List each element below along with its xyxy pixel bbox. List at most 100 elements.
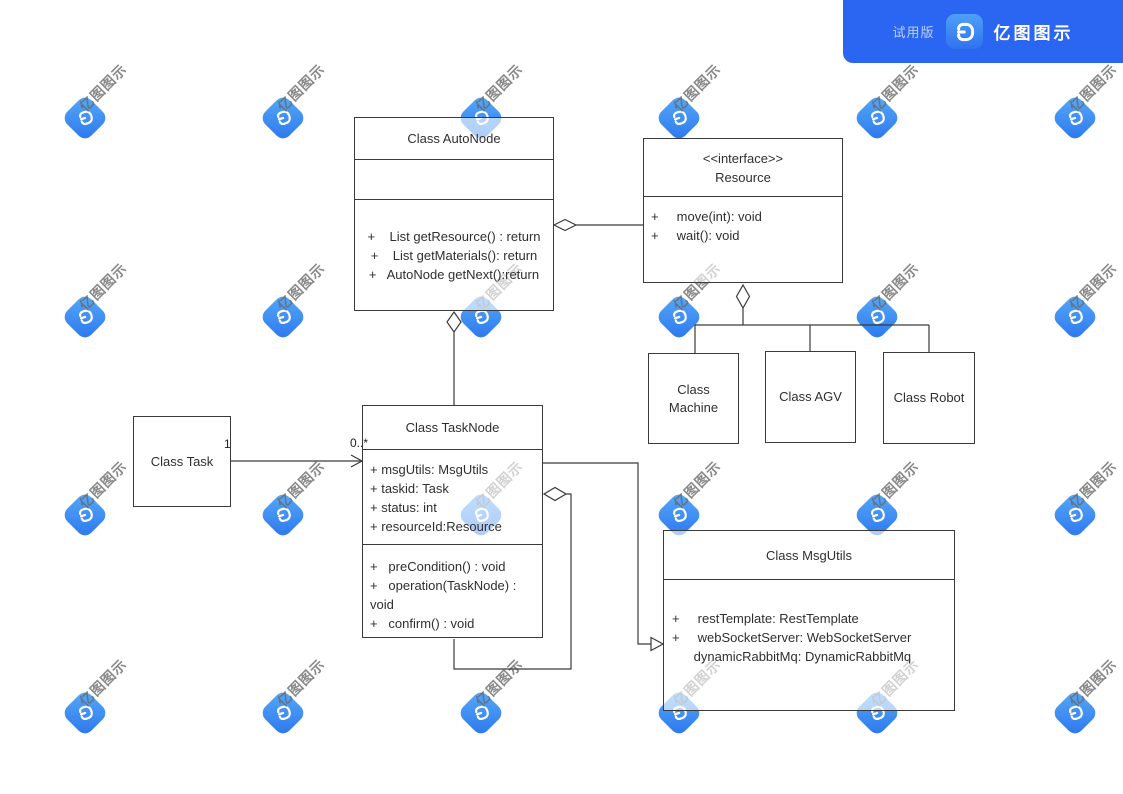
watermark: 亿图图示 [60, 61, 130, 143]
class-box-robot[interactable]: Class Robot [883, 352, 975, 444]
watermark: 亿图图示 [1050, 458, 1120, 540]
hollow-diamond [542, 486, 568, 502]
multiplicity-label-tasknode: 0..* [350, 436, 369, 450]
watermark-text: 亿图图示 [274, 655, 329, 710]
watermark: 亿图图示 [1050, 656, 1120, 738]
class-box-autonode[interactable]: Class AutoNode + List getResource() : re… [354, 117, 554, 311]
member-line: + wait(): void [651, 228, 740, 243]
attributes-section: + restTemplate: RestTemplate + webSocketS… [664, 579, 954, 710]
watermark-text: 亿图图示 [868, 457, 923, 512]
member-line: + confirm() : void [370, 616, 475, 631]
member-line: + restTemplate: RestTemplate [672, 611, 859, 626]
watermark-text: 亿图图示 [472, 655, 527, 710]
watermark: 亿图图示 [654, 458, 724, 540]
watermark-text: 亿图图示 [868, 259, 923, 314]
class-box-machine[interactable]: Class Machine [648, 353, 739, 444]
member-line: void [370, 597, 394, 612]
watermark-text: 亿图图示 [76, 655, 131, 710]
trial-banner: 试用版 亿图图示 [843, 0, 1123, 63]
edraw-watermark-icon [654, 292, 704, 342]
stereotype-label: <<interface>> [702, 150, 784, 166]
watermark: 亿图图示 [852, 260, 922, 342]
trial-version-label: 试用版 [892, 25, 935, 40]
watermark-text: 亿图图示 [472, 60, 527, 115]
member-line: + resourceId:Resource [370, 519, 502, 534]
watermark: 亿图图示 [258, 656, 328, 738]
watermark: 亿图图示 [456, 656, 526, 738]
watermark: 亿图图示 [60, 260, 130, 342]
class-title: Class AGV [779, 389, 842, 404]
interface-name: Resource [715, 169, 771, 185]
edraw-watermark-icon [654, 490, 704, 540]
realization-tasknode-msgutils[interactable] [543, 462, 665, 652]
edraw-watermark-icon [456, 292, 506, 342]
edraw-watermark-icon [1050, 688, 1100, 738]
watermark: 亿图图示 [60, 656, 130, 738]
brand-name: 亿图图示 [993, 24, 1074, 43]
watermark: 亿图图示 [1050, 260, 1120, 342]
edraw-watermark-icon [258, 93, 308, 143]
member-line: + webSocketServer: WebSocketServer [672, 630, 912, 645]
edraw-watermark-icon [654, 93, 704, 143]
edraw-watermark-icon [1050, 490, 1100, 540]
watermark: 亿图图示 [258, 458, 328, 540]
attributes-section [355, 159, 553, 199]
member-line: + msgUtils: MsgUtils [370, 462, 489, 477]
watermark: 亿图图示 [258, 61, 328, 143]
edraw-watermark-icon [456, 688, 506, 738]
member-line: + taskid: Task [370, 481, 449, 496]
edraw-logo-icon [945, 14, 983, 49]
edraw-watermark-icon [258, 490, 308, 540]
edraw-watermark-icon [60, 490, 110, 540]
attributes-section: + msgUtils: MsgUtils+ taskid: Task+ stat… [363, 449, 542, 544]
watermark-text: 亿图图示 [76, 259, 131, 314]
watermark-text: 亿图图示 [1066, 655, 1121, 710]
class-title: Class MsgUtils [766, 547, 852, 563]
class-box-tasknode[interactable]: Class TaskNode + msgUtils: MsgUtils + tas… [362, 405, 543, 638]
watermark: 亿图图示 [60, 458, 130, 540]
multiplicity-label-task: 1 [224, 437, 231, 451]
hollow-triangle-arrowhead [650, 636, 665, 652]
watermark-text: 亿图图示 [1066, 60, 1121, 115]
watermark-text: 亿图图示 [274, 457, 329, 512]
edraw-watermark-icon [852, 93, 902, 143]
member-line: + move(int): void [651, 209, 762, 224]
watermark-text: 亿图图示 [1066, 259, 1121, 314]
class-box-resource[interactable]: <<interface>> Resource + move(int): void… [643, 138, 843, 283]
member-line: + AutoNode getNext():return [368, 266, 540, 282]
watermark-text: 亿图图示 [1066, 457, 1121, 512]
member-line: + operation(TaskNode) : [370, 578, 517, 593]
aggregation-autonode-resource[interactable] [552, 218, 643, 232]
class-box-agv[interactable]: Class AGV [765, 351, 856, 443]
class-title: Class Machine [668, 381, 719, 415]
methods-section: + move(int): void + wait(): void [644, 196, 842, 282]
watermark-text: 亿图图示 [274, 259, 329, 314]
hollow-diamond [552, 218, 578, 232]
watermark: 亿图图示 [852, 61, 922, 143]
member-line: + List getResource() : return [367, 228, 541, 244]
member-line: + List getMaterials(): return [370, 247, 538, 263]
watermark: 亿图图示 [1050, 61, 1120, 143]
watermark: 亿图图示 [654, 61, 724, 143]
class-title: Class TaskNode [405, 420, 500, 435]
class-box-msgutils[interactable]: Class MsgUtils + restTemplate: RestTempl… [663, 530, 955, 711]
watermark-text: 亿图图示 [868, 60, 923, 115]
watermark: 亿图图示 [654, 260, 724, 342]
open-arrowhead [350, 454, 364, 468]
edraw-watermark-icon [1050, 93, 1100, 143]
edraw-watermark-icon [258, 688, 308, 738]
class-box-task[interactable]: Class Task [133, 416, 231, 507]
edraw-watermark-icon [60, 292, 110, 342]
association-task-tasknode[interactable] [231, 454, 364, 468]
member-line: + preCondition() : void [370, 559, 506, 574]
watermark-text: 亿图图示 [274, 60, 329, 115]
methods-section: + preCondition() : void + operation(TaskN… [363, 544, 542, 637]
watermark-text: 亿图图示 [76, 60, 131, 115]
watermark-text: 亿图图示 [670, 457, 725, 512]
class-title: Class Task [150, 453, 214, 469]
edraw-watermark-icon [852, 490, 902, 540]
aggregation-autonode-tasknode[interactable] [446, 310, 462, 405]
class-title: Class AutoNode [407, 131, 501, 146]
hollow-diamond [446, 310, 462, 334]
watermark-text: 亿图图示 [670, 60, 725, 115]
